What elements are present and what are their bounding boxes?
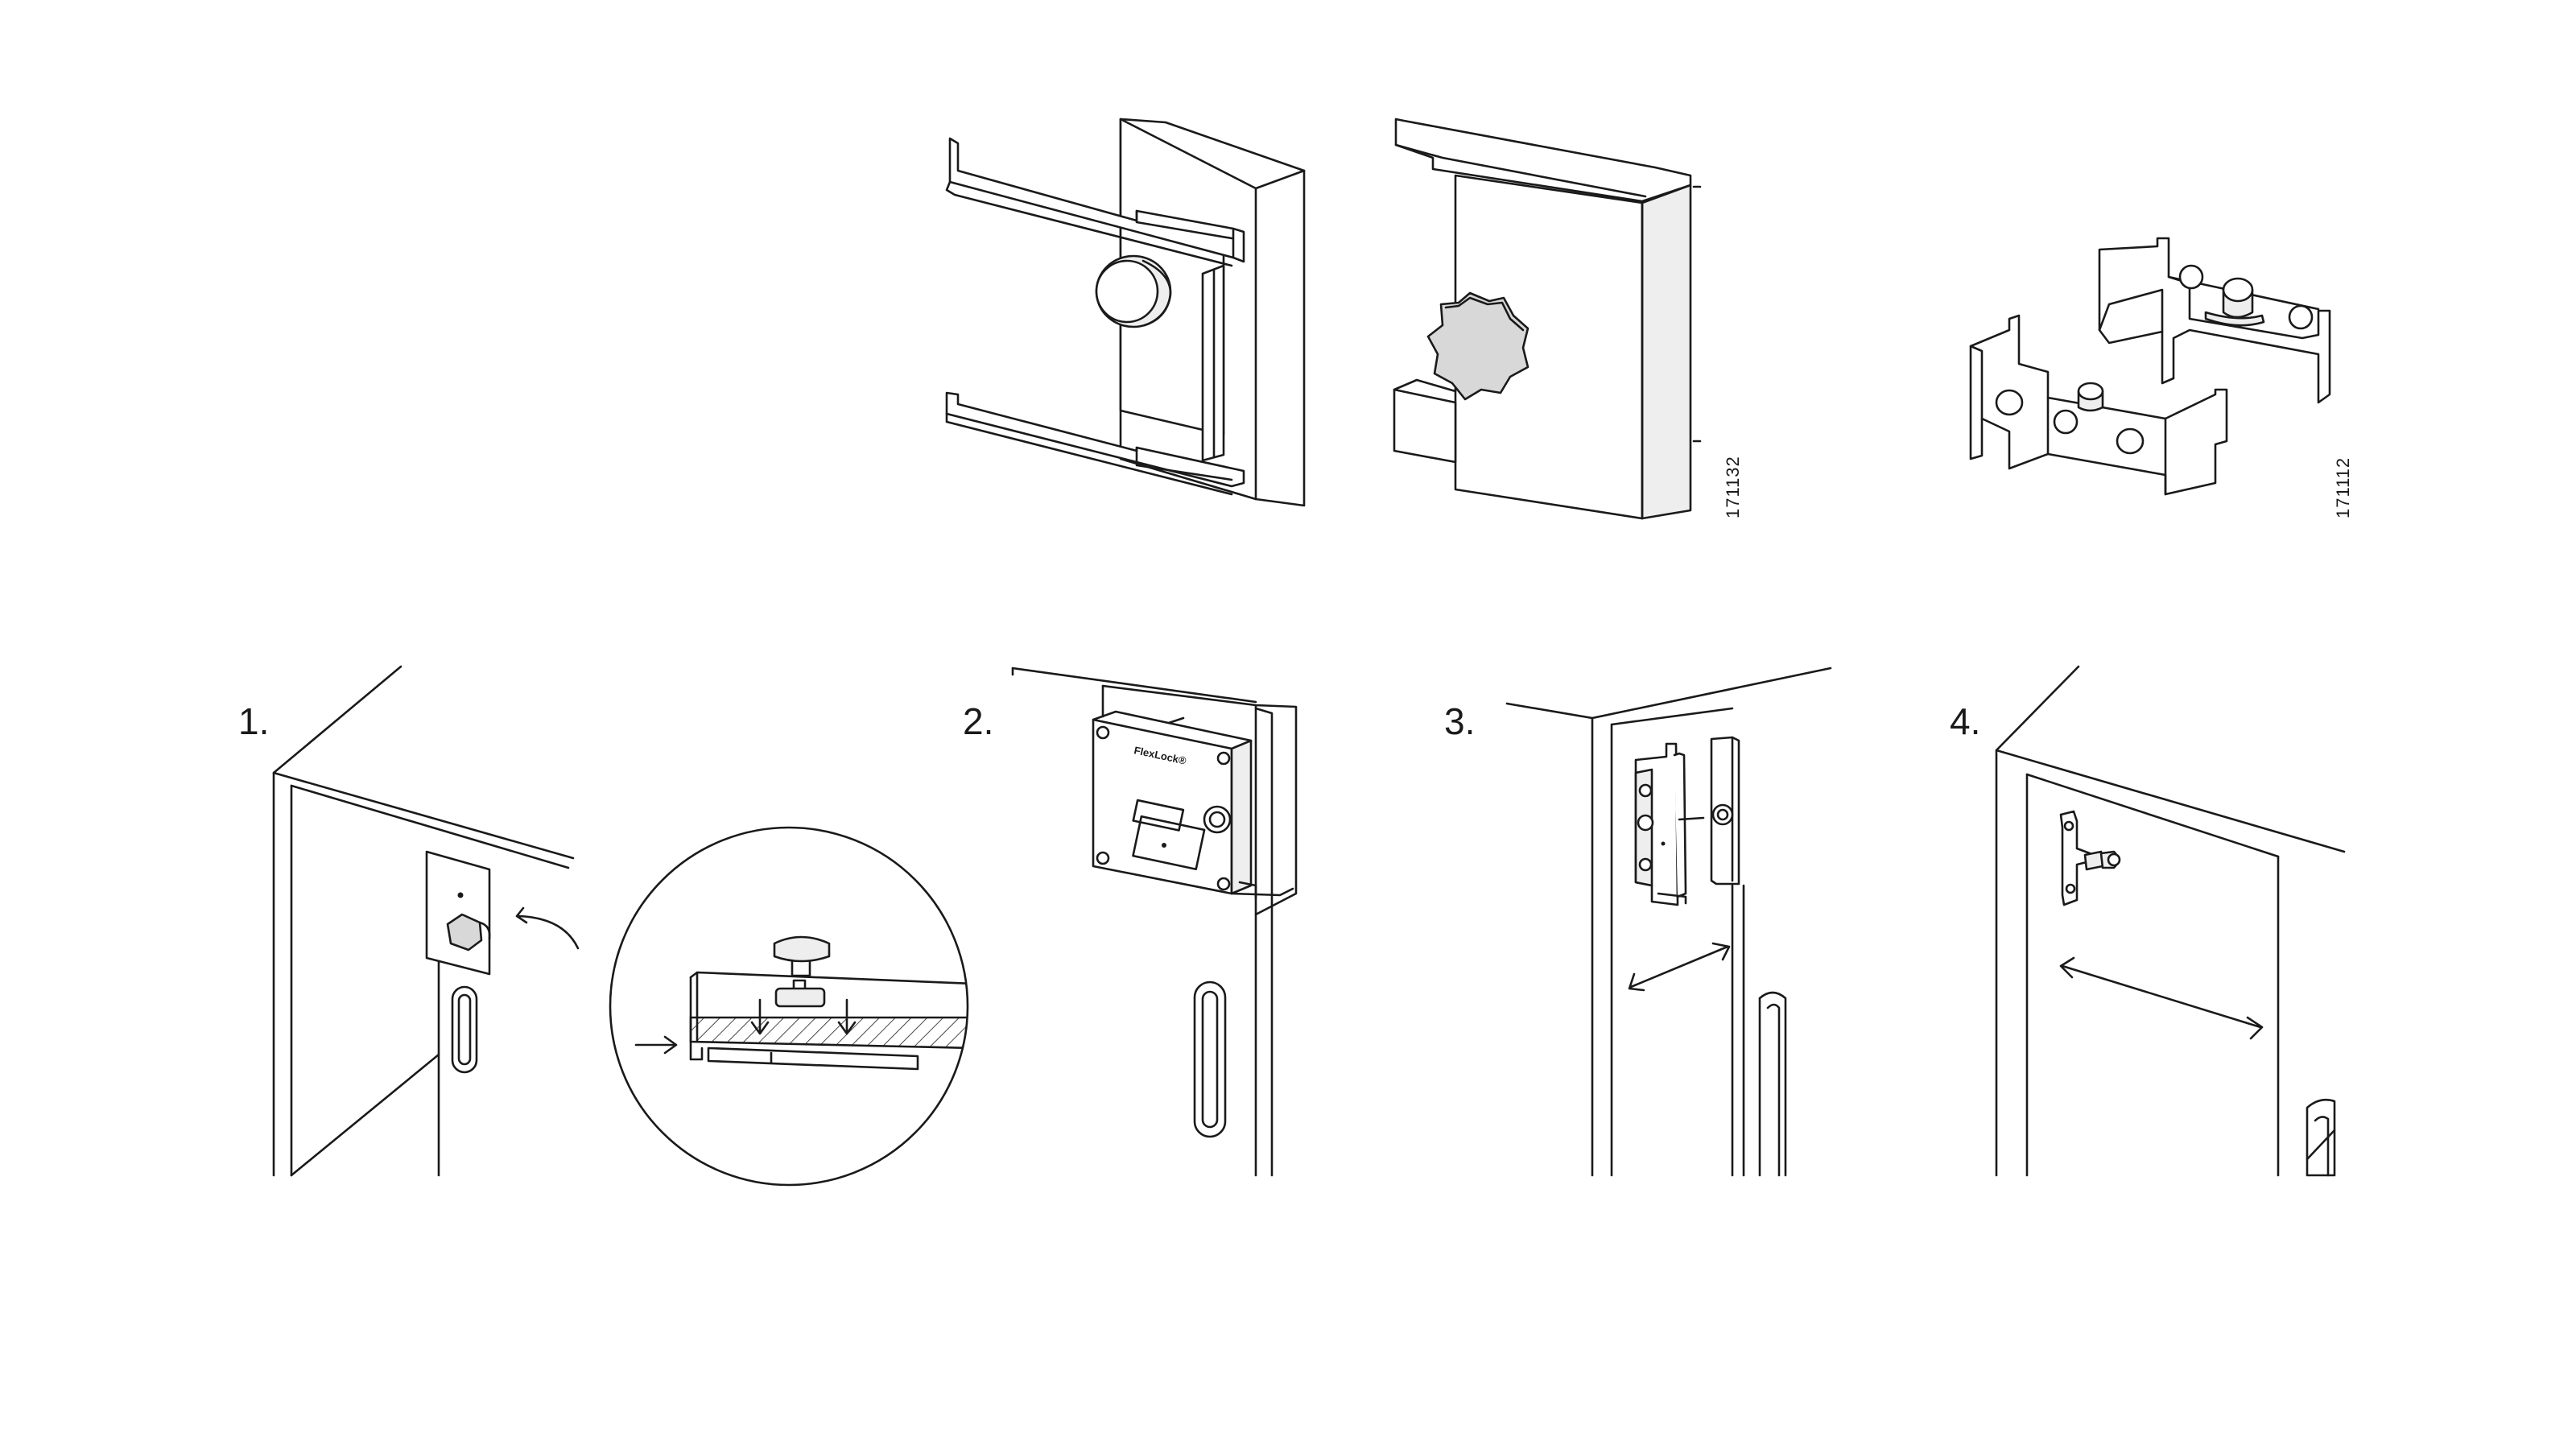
step-1-number: 1.: [238, 700, 269, 742]
step-1-panel: 1.: [238, 665, 969, 1187]
step-2-number: 2.: [963, 700, 993, 742]
step-4-number: 4.: [1950, 700, 1980, 742]
step-2-panel: 2. FlexLock®: [963, 667, 1298, 1177]
step-3-number: 3.: [1444, 700, 1475, 742]
step-3-panel: 3.: [1444, 667, 1832, 1177]
bracket-product-code: 171112: [2333, 457, 2353, 518]
housing-rear-view: 171132: [1393, 118, 1743, 520]
housing-product-code: 171132: [1723, 456, 1743, 518]
mounting-bracket-set: 171112: [1969, 237, 2353, 518]
housing-front-view: [945, 118, 1306, 507]
step-4-panel: 4.: [1950, 665, 2346, 1177]
